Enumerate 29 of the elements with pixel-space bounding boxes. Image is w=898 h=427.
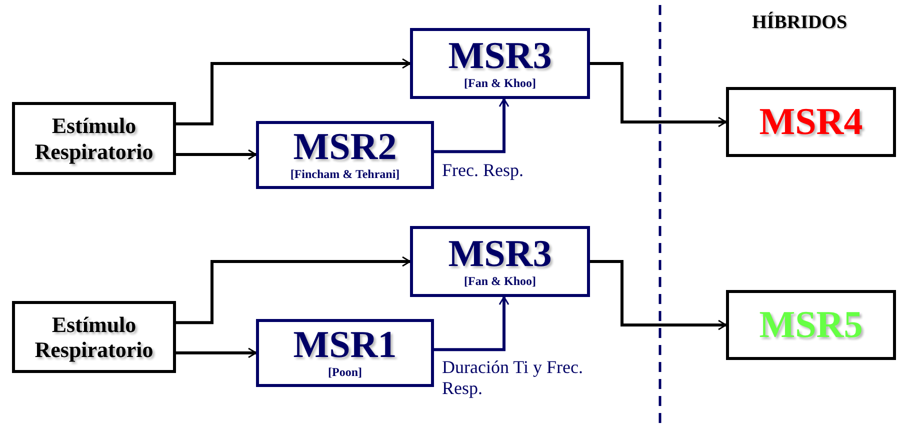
section-heading: HÍBRIDOS (752, 12, 848, 34)
model-name: MSR5 (759, 306, 863, 344)
arrow (176, 58, 411, 126)
process-box (256, 121, 434, 189)
process-box (256, 319, 434, 387)
arrow (176, 348, 257, 358)
model-name: MSR4 (759, 103, 863, 141)
reference-text: [Fan & Khoo] (464, 76, 536, 90)
reference-text: [Fan & Khoo] (464, 274, 536, 288)
arrow (590, 62, 727, 128)
model-name: MSR3 (448, 36, 552, 75)
reference-text: [Fincham & Tehrani] (290, 168, 400, 182)
arrow (590, 260, 727, 330)
arrow (434, 296, 510, 352)
process-box (12, 102, 176, 175)
process-box (726, 290, 896, 360)
process-box (12, 301, 176, 373)
process-box (410, 226, 590, 297)
model-name: MSR1 (293, 326, 397, 364)
reference-text: [Poon] (328, 366, 362, 380)
process-box (410, 28, 590, 99)
arrow (434, 98, 510, 154)
box-label: Estímulo Respiratorio (34, 113, 154, 164)
model-name: MSR3 (448, 234, 552, 273)
arrow (176, 256, 411, 324)
model-name: MSR2 (293, 128, 397, 166)
process-box (726, 87, 896, 157)
box-label: Estímulo Respiratorio (34, 312, 154, 362)
arrow (176, 149, 257, 160)
